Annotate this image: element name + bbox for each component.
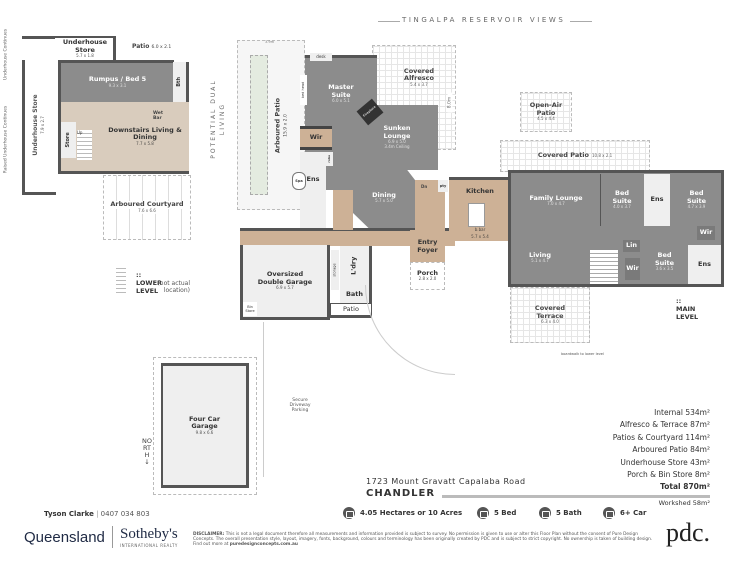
note-underhouse-continues: Underhouse Continues	[3, 28, 9, 81]
island-bench	[468, 203, 485, 227]
area-porch-bin: Porch & Bin Store 8m²	[627, 470, 710, 479]
page-title: TINGALPA RESERVOIR VIEWS	[402, 16, 566, 24]
suburb-rule	[442, 495, 710, 498]
lower-level-note: (not actual location)	[157, 280, 190, 294]
suburb: CHANDLER	[366, 488, 436, 499]
main-level-label: :: MAIN LEVEL	[676, 297, 699, 321]
lower-level-label: :: LOWER LEVEL	[136, 271, 163, 295]
room-wir-master: Wir	[300, 126, 332, 150]
feature-land: 4.05 Hectares or 10 Acres	[343, 507, 462, 519]
four-car-garage-outline	[153, 357, 257, 495]
spa: Spa	[292, 172, 306, 190]
car-icon	[603, 507, 615, 519]
note-raised-underhouse: Raised Underhouse Continues	[3, 105, 9, 174]
room-bth-lower: Bth	[173, 62, 189, 102]
room-patio-lower: Patio 6.0 x 2.1	[130, 43, 174, 50]
bath-icon	[539, 507, 551, 519]
title-rule-right	[570, 21, 592, 22]
robe: robe	[326, 152, 333, 166]
north-label: NORTH↓	[142, 437, 152, 466]
room-ens-3: Ens	[688, 245, 721, 284]
dn-label: Dn	[421, 184, 428, 189]
area-arboured: Arboured Patio 84m²	[632, 445, 710, 454]
area-alfresco: Alfresco & Terrace 87m²	[619, 420, 710, 429]
feature-bath: 5 Bath	[539, 507, 582, 519]
bin-store: Bin Store	[243, 302, 257, 316]
stairs-up-courtyard[interactable]	[116, 265, 126, 295]
stairs-up-lower[interactable]: Up	[77, 130, 92, 160]
area-internal: Internal 534m²	[654, 408, 710, 417]
driveway-edge	[263, 322, 264, 477]
room-lin: Lin	[623, 240, 640, 252]
pdc-logo: pdc.	[666, 518, 711, 547]
room-wir-3: Wir	[625, 258, 640, 280]
land-icon	[343, 507, 355, 519]
title-rule-left	[378, 21, 400, 22]
website-link[interactable]: puredesignconcepts.com.au	[229, 542, 298, 548]
room-store-lower: Store	[61, 122, 76, 158]
room-patio-garage: Patio	[330, 303, 372, 318]
wet-bar-label: Wet Bar	[153, 111, 164, 121]
hallway-centre	[333, 190, 353, 230]
agent-contact: Tyson Clarke | 0407 034 803	[44, 510, 150, 518]
storage: storage	[331, 250, 339, 290]
dual-living-label: POTENTIAL DUAL LIVING	[210, 79, 226, 159]
curved-path	[365, 285, 455, 375]
area-patios: Patios & Courtyard 114m²	[612, 433, 710, 442]
bed-head: bed head	[300, 75, 307, 105]
garden-bed	[250, 55, 268, 195]
area-total: Total 870m²	[660, 482, 710, 491]
pantry: pty	[438, 180, 448, 192]
room-ens-master: Ens	[300, 152, 326, 228]
room-ens-1: Ens	[644, 174, 670, 226]
dim-8-0m: 8.0m	[447, 92, 453, 113]
driveway-label: Secure Driveway Parking	[289, 398, 311, 413]
desk: desk	[310, 53, 332, 61]
disclaimer: DISCLAIMER: This is not a legal document…	[193, 532, 653, 548]
area-workshed: Workshed 58m²	[658, 499, 710, 507]
room-underhouse-store-left	[22, 60, 56, 195]
agent-phone[interactable]: 0407 034 803	[100, 510, 150, 518]
dim-3-9m: 3.9m	[265, 40, 274, 44]
room-laundry: L'dry	[340, 246, 372, 286]
bed-icon	[477, 507, 489, 519]
feature-car: 6+ Car	[603, 507, 647, 519]
stairs-down-main[interactable]	[590, 250, 618, 284]
address: 1723 Mount Gravatt Capalaba Road	[366, 477, 526, 486]
room-entry-foyer: Entry Foyer	[410, 230, 445, 263]
area-underhouse: Underhouse Store 43m²	[620, 458, 710, 467]
boardwalk-note: boardwalk to lower level	[561, 352, 604, 356]
feature-bed: 5 Bed	[477, 507, 516, 519]
room-wir-2: Wir	[697, 226, 715, 240]
